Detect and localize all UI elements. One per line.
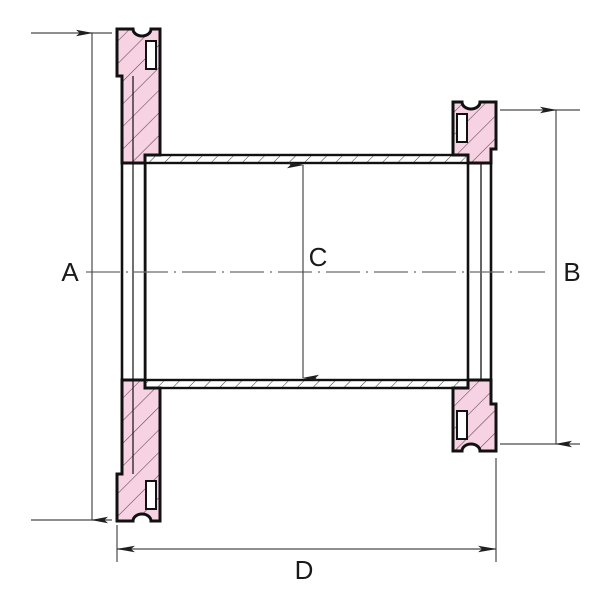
- right-flange-lower: [451, 378, 498, 453]
- left-flange-upper-oring-groove: [145, 40, 157, 70]
- dimension-a: A: [31, 29, 112, 524]
- dimension-b-label: B: [563, 257, 580, 287]
- dimension-d-label: D: [295, 555, 314, 585]
- tube-top-wall: [143, 153, 484, 165]
- dimension-d: D: [116, 458, 497, 585]
- dimension-b: B: [500, 106, 581, 448]
- right-flange-upper: [451, 100, 498, 165]
- right-flange-lower-oring-groove: [456, 410, 468, 440]
- left-flange-lower: [115, 378, 162, 523]
- right-flange-upper-oring-groove: [456, 113, 468, 143]
- dimension-c: C: [287, 161, 328, 382]
- dimension-c-label: C: [309, 242, 328, 272]
- tube-bottom-wall: [143, 378, 484, 390]
- left-flange-upper: [115, 27, 162, 165]
- dimension-a-label: A: [61, 257, 79, 287]
- left-flange-lower-oring-groove: [145, 480, 157, 510]
